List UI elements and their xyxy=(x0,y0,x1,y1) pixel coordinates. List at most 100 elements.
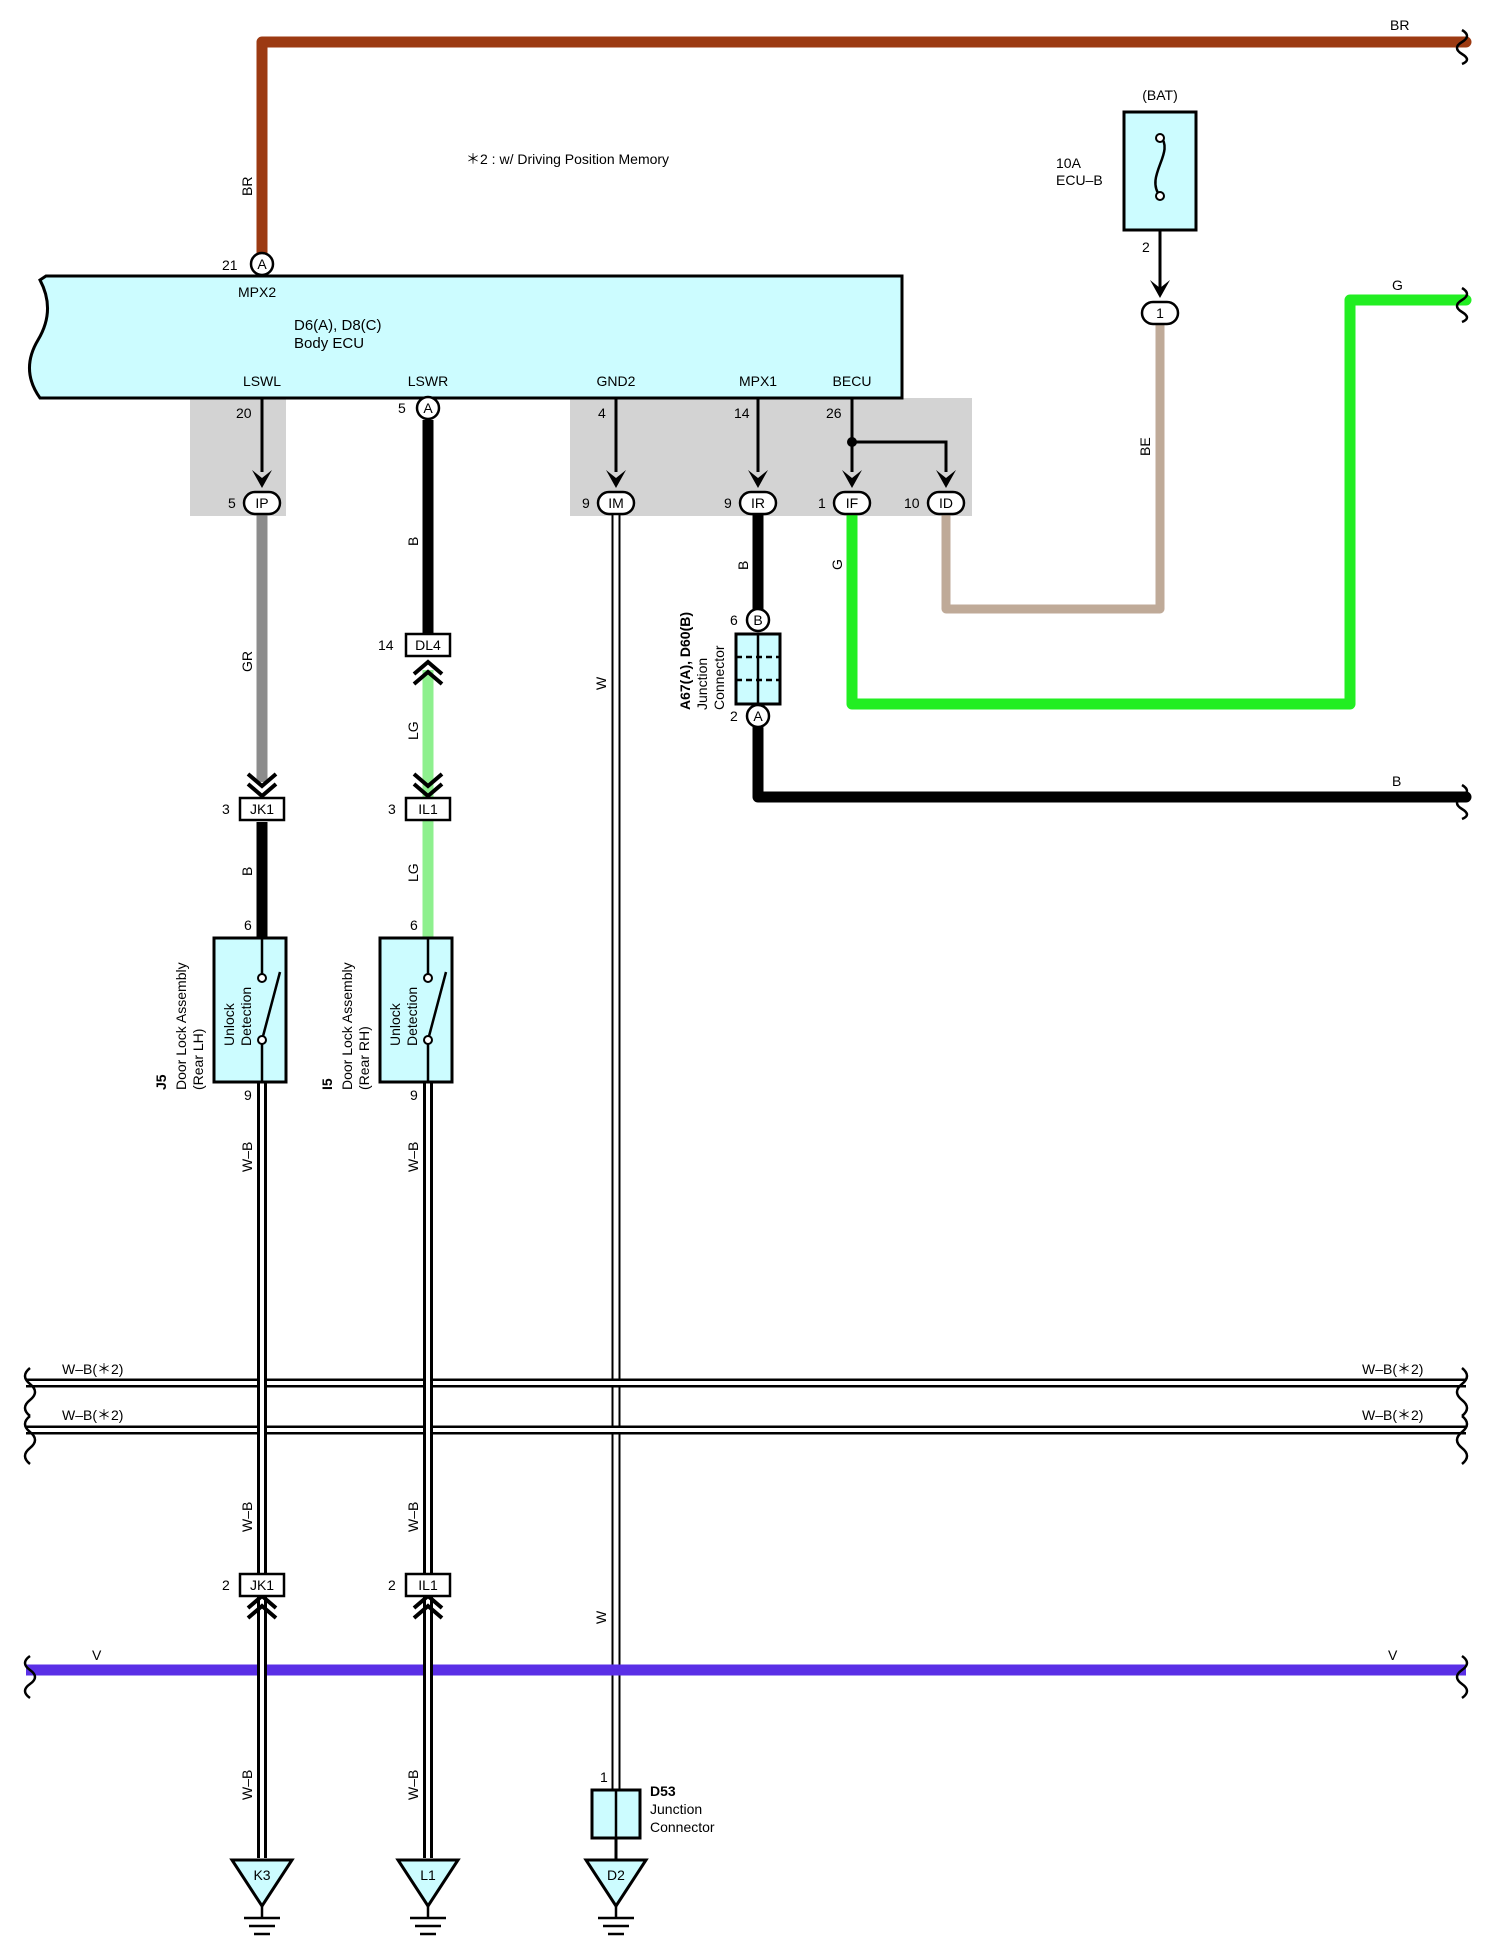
junction-ir xyxy=(738,490,778,516)
fuse-pin: 2 xyxy=(1142,239,1150,255)
switch-j5-func1: Unlock xyxy=(221,1002,237,1046)
conn-il1-bottom-pin: 2 xyxy=(388,1577,396,1593)
wire-br xyxy=(256,36,1472,270)
d53-name2: Connector xyxy=(650,1819,715,1835)
splice-dot xyxy=(847,437,857,447)
junction-if-code: IF xyxy=(846,495,858,511)
label-v-right: V xyxy=(1388,1647,1398,1663)
junction-id xyxy=(926,490,966,516)
ground-d2 xyxy=(583,1858,649,1936)
d53-id: D53 xyxy=(650,1783,676,1799)
ecu-pin-num-lswr: 5 xyxy=(398,400,406,416)
ecu-id: D6(A), D8(C) xyxy=(294,317,382,334)
jc-id: A67(A), D60(B) xyxy=(677,612,693,710)
conn-il1-bottom-code: IL1 xyxy=(418,1577,438,1593)
switch-i5-name: Door Lock Assembly xyxy=(339,962,355,1090)
label-w1: W xyxy=(593,676,609,690)
ecu-pin-name-lswr: LSWR xyxy=(408,373,448,389)
switch-j5-pin-top: 6 xyxy=(244,917,252,933)
conn-il1-top xyxy=(404,796,452,822)
switch-i5-func2: Detection xyxy=(404,987,420,1046)
ecu-pin-conn-lswr: A xyxy=(423,400,433,416)
junction-id-code: ID xyxy=(939,495,953,511)
fuse-name: ECU–B xyxy=(1056,172,1103,188)
jc-top-circle xyxy=(745,607,771,633)
label-be: BE xyxy=(1137,437,1153,456)
conn-jk1-top-code: JK1 xyxy=(250,801,274,817)
ground-k3 xyxy=(229,1858,295,1936)
switch-j5-side: (Rear LH) xyxy=(190,1029,206,1090)
switch-i5-pin-bottom: 9 xyxy=(410,1087,418,1103)
d53-pin: 1 xyxy=(600,1769,608,1785)
junction-ip-pin: 5 xyxy=(228,495,236,511)
switch-j5-id: J5 xyxy=(153,1074,169,1090)
label-g-right: G xyxy=(1392,277,1403,293)
d53-name1: Junction xyxy=(650,1801,702,1817)
label-gr: GR xyxy=(239,651,255,672)
ecu-pin-num-gnd2: 4 xyxy=(598,405,606,421)
label-b-right: B xyxy=(1392,773,1401,789)
label-lg2: LG xyxy=(405,863,421,882)
ecu-top-pin-conn: A xyxy=(257,256,267,272)
label-b-mpx1: B xyxy=(735,561,751,570)
fuse-conn: 1 xyxy=(1156,305,1164,321)
switch-j5-name: Door Lock Assembly xyxy=(173,962,189,1090)
junction-im xyxy=(596,490,636,516)
conn-jk1-bottom-code: JK1 xyxy=(250,1577,274,1593)
conn-dl4-pin: 14 xyxy=(378,637,394,653)
fuse-terminal-top xyxy=(1155,133,1165,143)
ecu-pin-name-gnd2: GND2 xyxy=(597,373,636,389)
ecu-top-pin-circle xyxy=(249,251,275,277)
wire-be xyxy=(941,320,1165,614)
jc-grid xyxy=(736,634,780,704)
wire-b-right xyxy=(752,722,1472,803)
jc-bottom-conn: A xyxy=(753,708,763,724)
chevrons xyxy=(246,659,444,1620)
ecu-pin-name-mpx1: MPX1 xyxy=(739,373,777,389)
conn-dl4 xyxy=(404,632,452,658)
switch-i5-pin-top: 6 xyxy=(410,917,418,933)
conn-jk1-bottom-pin: 2 xyxy=(222,1577,230,1593)
conn-dl4-code: DL4 xyxy=(415,637,441,653)
wire-g-right xyxy=(846,294,1472,710)
conn-il1-top-code: IL1 xyxy=(418,801,438,817)
conn-il1-bottom xyxy=(404,1572,452,1598)
jc-name2: Connector xyxy=(711,645,727,710)
jc-bottom-circle xyxy=(745,703,771,729)
ecu-pin-num-lswl: 20 xyxy=(236,405,252,421)
label-wb-bus2-right: W–B(＊2) xyxy=(1362,1407,1423,1423)
conn-jk1-top xyxy=(238,796,286,822)
junction-im-code: IM xyxy=(608,495,624,511)
arrowheads xyxy=(252,280,1170,488)
label-wb3: W–B xyxy=(239,1502,255,1532)
junction-ip xyxy=(242,490,282,516)
junction-im-pin: 9 xyxy=(582,495,590,511)
label-lg1: LG xyxy=(405,721,421,740)
ground-d2-label: D2 xyxy=(607,1867,625,1883)
ecu-pin-name-becu: BECU xyxy=(833,373,872,389)
junction-if xyxy=(832,490,872,516)
label-wb-bus1-left: W–B(＊2) xyxy=(62,1361,123,1377)
label-wb2: W–B xyxy=(405,1142,421,1172)
jc-top-pin: 6 xyxy=(730,612,738,628)
ground-k3-label: K3 xyxy=(253,1867,270,1883)
label-wb-bus1-right: W–B(＊2) xyxy=(1362,1361,1423,1377)
fuse-source: (BAT) xyxy=(1142,87,1178,103)
switch-j5-func2: Detection xyxy=(238,987,254,1046)
label-b-lh: B xyxy=(239,867,255,876)
jc-bottom-pin: 2 xyxy=(730,708,738,724)
switch-i5-side: (Rear RH) xyxy=(356,1026,372,1090)
label-w2: W xyxy=(593,1610,609,1624)
ecu-pin-num-becu: 26 xyxy=(826,405,842,421)
ground-l1-label: L1 xyxy=(420,1867,436,1883)
ecu-pin-circle-lswr xyxy=(415,395,441,421)
ecu-name: Body ECU xyxy=(294,335,364,352)
fuse-conn-oval xyxy=(1140,300,1180,326)
label-br-vert: BR xyxy=(239,177,255,196)
label-wb5: W–B xyxy=(239,1770,255,1800)
conn-jk1-bottom xyxy=(238,1572,286,1598)
ecu-top-pin-name: MPX2 xyxy=(238,284,276,300)
junction-ip-code: IP xyxy=(255,495,268,511)
label-br-top: BR xyxy=(1390,17,1409,33)
